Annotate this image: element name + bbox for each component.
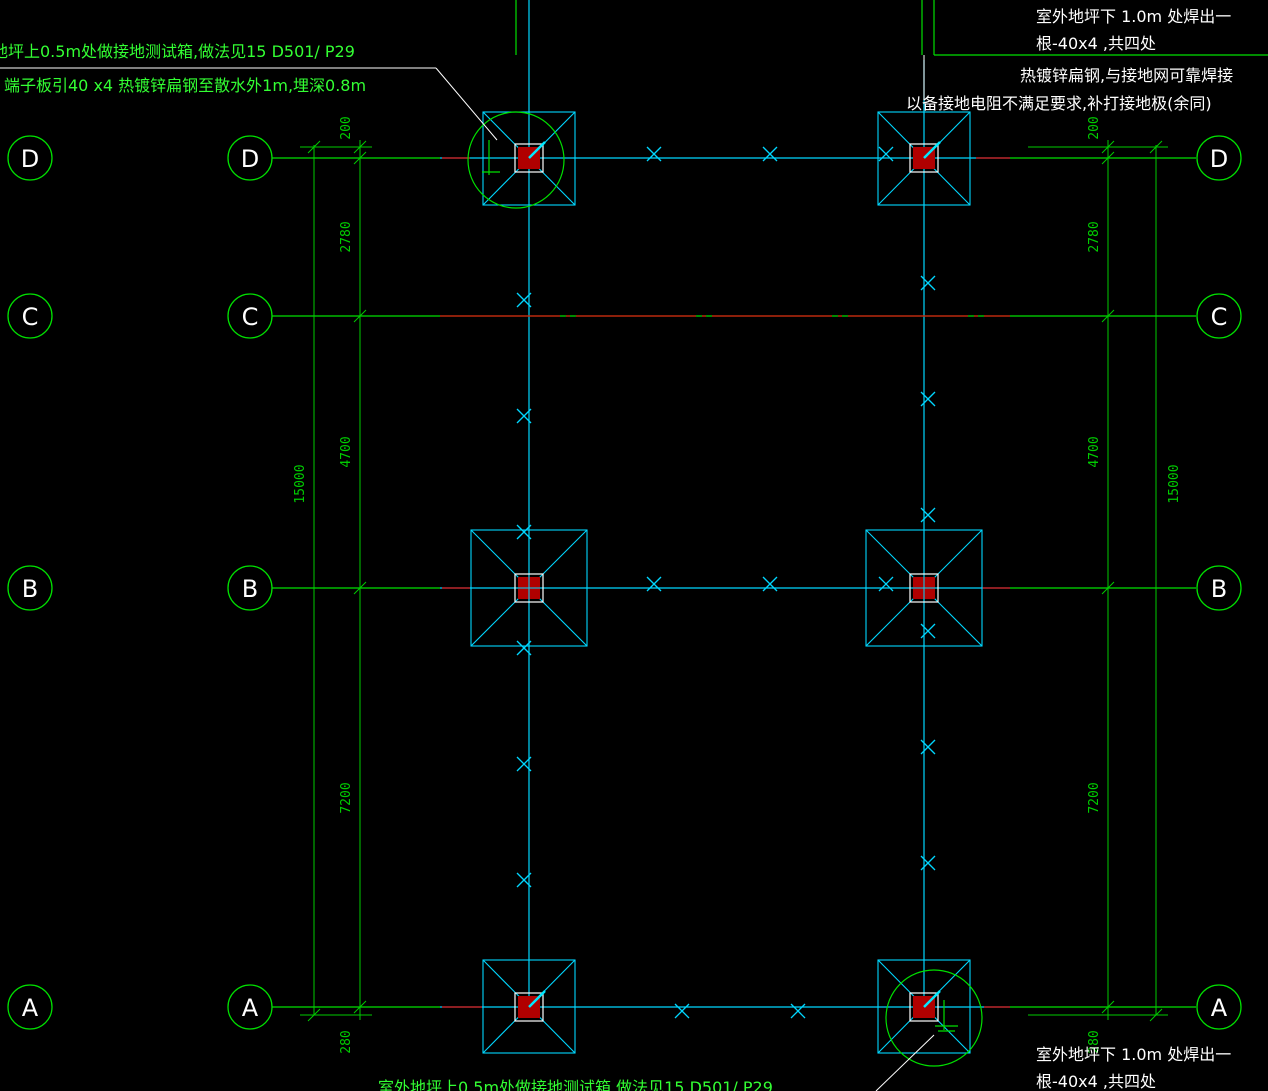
note-top-right-3: 热镀锌扁钢,与接地网可靠焊接 xyxy=(1020,66,1233,85)
axis-label-left-inner-c: C xyxy=(242,303,259,331)
axis-label-left-inner-a: A xyxy=(242,994,259,1022)
ground-x-mark xyxy=(920,275,936,291)
note-bottom-right-1: 室外地坪下 1.0m 处焊出一 xyxy=(1036,1045,1231,1064)
note-top-left-1: 地坪上0.5m处做接地测试箱,做法见15 D501/ P29 xyxy=(0,42,355,61)
dim-right-280: 280 xyxy=(1087,1030,1102,1053)
axis-labels: D C B A D C B A D C B A xyxy=(21,145,1228,1022)
dim-right-total: 15000 xyxy=(1167,464,1182,503)
ground-x-marks xyxy=(516,146,936,1019)
ground-x-mark xyxy=(762,576,778,592)
test-point-circles xyxy=(467,111,983,1067)
ground-x-mark xyxy=(920,507,936,523)
ground-x-mark xyxy=(920,391,936,407)
dimension-lines-left xyxy=(300,140,372,1022)
axis-label-left-outer-b: B xyxy=(22,575,38,603)
test-point-bottom-right xyxy=(885,969,983,1067)
ground-x-mark xyxy=(920,855,936,871)
dimension-text-right: 200 2780 4700 7200 280 15000 xyxy=(1087,116,1182,1053)
annotations: 地坪上0.5m处做接地测试箱,做法见15 D501/ P29 端子板引40 x4… xyxy=(0,7,1233,1091)
axis-label-right-d: D xyxy=(1210,145,1228,173)
dim-right-2780: 2780 xyxy=(1087,221,1102,252)
down-conductor-marks xyxy=(528,141,941,1008)
ground-x-mark xyxy=(516,524,532,540)
note-top-right-1: 室外地坪下 1.0m 处焊出一 xyxy=(1036,7,1231,26)
ground-x-mark xyxy=(674,1003,690,1019)
column-b-right xyxy=(909,573,939,603)
axis-bubbles xyxy=(7,135,1242,1030)
leader-lines xyxy=(0,55,935,1091)
ground-x-mark xyxy=(878,146,894,162)
ground-x-mark xyxy=(646,146,662,162)
note-top-right-4: 以备接地电阻不满足要求,补打接地极(余同) xyxy=(906,94,1212,113)
axis-label-right-c: C xyxy=(1211,303,1228,331)
test-point-top-left xyxy=(467,111,565,209)
axis-label-right-a: A xyxy=(1211,994,1228,1022)
dim-left-total: 15000 xyxy=(293,464,308,503)
ground-x-mark xyxy=(790,1003,806,1019)
axis-lines xyxy=(272,157,1196,1008)
note-top-left-2: 端子板引40 x4 热镀锌扁钢至散水外1m,埋深0.8m xyxy=(4,76,366,95)
axis-label-right-b: B xyxy=(1211,575,1227,603)
axis-dash-short xyxy=(442,157,1010,1008)
ground-x-mark xyxy=(516,292,532,308)
dim-left-280: 280 xyxy=(339,1030,354,1053)
ground-x-mark xyxy=(516,640,532,656)
ground-x-mark xyxy=(646,576,662,592)
dim-left-4700: 4700 xyxy=(339,436,354,467)
ground-x-mark xyxy=(878,576,894,592)
dimension-text-left: 200 2780 4700 7200 280 15000 xyxy=(293,116,354,1053)
pile-caps xyxy=(470,111,983,1054)
dim-right-4700: 4700 xyxy=(1087,436,1102,467)
axis-label-left-outer-d: D xyxy=(21,145,39,173)
dim-left-2780: 2780 xyxy=(339,221,354,252)
columns xyxy=(514,143,939,1022)
axis-label-left-outer-c: C xyxy=(22,303,39,331)
dim-left-7200: 7200 xyxy=(339,782,354,813)
ground-x-mark xyxy=(762,146,778,162)
ground-x-mark xyxy=(516,408,532,424)
top-extension-lines xyxy=(515,0,1268,56)
dim-right-200: 200 xyxy=(1087,116,1102,139)
ground-x-mark xyxy=(920,623,936,639)
dim-left-200: 200 xyxy=(339,116,354,139)
dimension-lines-right xyxy=(1028,140,1168,1022)
axis-label-left-outer-a: A xyxy=(22,994,39,1022)
axis-label-left-inner-d: D xyxy=(241,145,259,173)
ground-x-mark xyxy=(516,756,532,772)
note-bottom-center: 室外地坪上0.5m处做接地测试箱,做法见15 D501/ P29 xyxy=(378,1078,773,1091)
ground-x-mark xyxy=(920,739,936,755)
dim-right-7200: 7200 xyxy=(1087,782,1102,813)
ground-x-mark xyxy=(516,872,532,888)
axis-label-left-inner-b: B xyxy=(242,575,258,603)
column-b-left xyxy=(514,573,544,603)
note-top-right-2: 根-40x4 ,共四处 xyxy=(1036,34,1156,53)
note-bottom-right-2: 根-40x4 ,共四处 xyxy=(1036,1072,1156,1091)
